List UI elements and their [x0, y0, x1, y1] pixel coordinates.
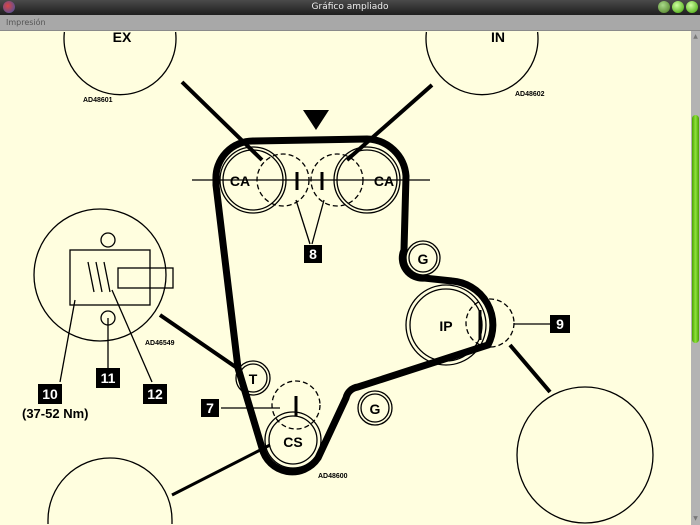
scrollbar-thumb[interactable] — [692, 115, 699, 343]
callout-7: 7 — [206, 400, 214, 416]
ref-ad48601: AD48601 — [83, 97, 113, 104]
pulley-ca-left: CA — [230, 173, 250, 189]
menu-print[interactable]: Impresión — [6, 18, 46, 27]
detail-tensioner — [33, 208, 167, 342]
maximize-button[interactable] — [672, 1, 684, 13]
callout-9: 9 — [556, 316, 564, 332]
scroll-up-icon[interactable]: ▲ — [693, 33, 698, 40]
menu-bar: Impresión — [0, 15, 700, 31]
app-icon — [3, 1, 15, 13]
alignment-mark-triangle — [303, 110, 329, 130]
title-bar: Gráfico ampliado — [0, 0, 700, 15]
callout-8: 8 — [309, 246, 317, 262]
close-button[interactable] — [686, 1, 698, 13]
label-ex: EX — [113, 31, 132, 45]
timing-belt-diagram: CA CA G IP T CS G EX IN 8 9 7 10 11 12 (… — [22, 31, 654, 524]
pulley-g-lower: G — [370, 401, 381, 417]
scroll-down-icon[interactable]: ▼ — [693, 515, 698, 522]
detail-exhaust — [63, 31, 177, 96]
pulley-t: T — [249, 371, 258, 387]
torque-spec: (37-52 Nm) — [22, 406, 88, 421]
detail-intake — [425, 31, 539, 96]
callout-10: 10 — [42, 386, 58, 402]
pulley-ip: IP — [439, 318, 452, 334]
detail-injection-pump — [516, 386, 654, 524]
pulley-cs: CS — [283, 434, 302, 450]
callout-12: 12 — [147, 386, 163, 402]
minimize-button[interactable] — [658, 1, 670, 13]
detail-crankshaft — [47, 457, 173, 524]
pulley-g-upper: G — [418, 251, 429, 267]
diagram-canvas: CA CA G IP T CS G EX IN 8 9 7 10 11 12 (… — [0, 31, 691, 525]
vertical-scrollbar[interactable]: ▲ ▼ — [691, 31, 700, 525]
ref-ad48602: AD48602 — [515, 91, 545, 98]
label-in: IN — [491, 31, 505, 45]
ref-ad48600: AD48600 — [318, 473, 348, 480]
ref-ad46549: AD46549 — [145, 340, 175, 347]
pulley-ca-right: CA — [374, 173, 394, 189]
callout-11: 11 — [101, 370, 116, 386]
window-title: Gráfico ampliado — [311, 2, 389, 12]
